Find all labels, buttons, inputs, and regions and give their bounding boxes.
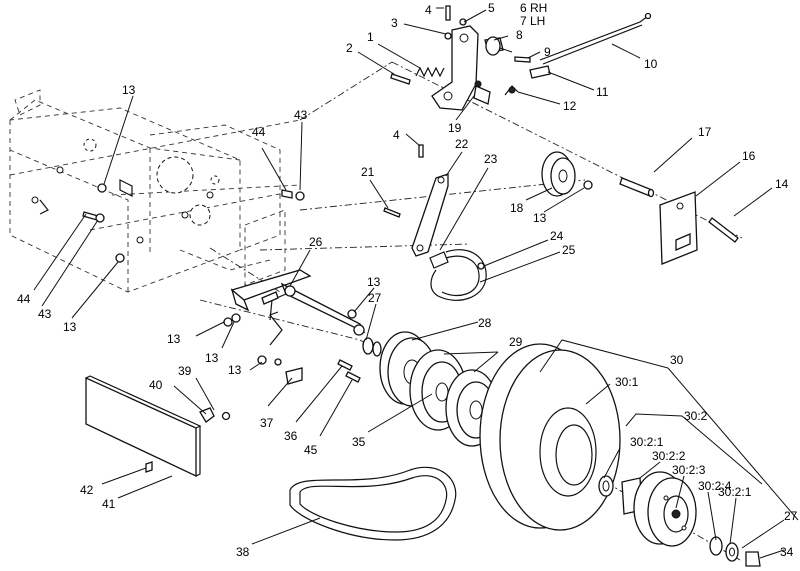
callout-30-2-1-upper: 30:2:1 <box>630 435 664 449</box>
bolt-14 <box>708 217 739 243</box>
callout-41: 41 <box>102 497 116 511</box>
callout-13-lower-a: 13 <box>167 332 181 346</box>
callout-38: 38 <box>236 545 250 559</box>
idler-pulley-18 <box>541 151 593 197</box>
callout-21: 21 <box>361 165 375 179</box>
callout-29: 29 <box>509 335 523 349</box>
callout-4: 4 <box>425 3 432 17</box>
callout-13-left: 13 <box>63 320 77 334</box>
spacer-17 <box>619 177 655 198</box>
callout-7-lh: 7 LH <box>520 14 545 28</box>
callout-36: 36 <box>284 429 298 443</box>
callout-6-rh: 6 RH <box>520 1 547 15</box>
callout-30-2-4: 30:2:4 <box>698 479 732 493</box>
brake-arm-22 <box>411 144 449 257</box>
callout-40: 40 <box>149 378 163 392</box>
callout-13-shaft: 13 <box>367 275 381 289</box>
callout-37: 37 <box>260 416 274 430</box>
control-rod-10 <box>539 12 652 65</box>
callout-35: 35 <box>352 435 366 449</box>
callout-13-pulley: 13 <box>533 211 547 225</box>
drive-belt-38 <box>289 466 457 541</box>
spring-1 <box>415 66 445 78</box>
callout-14: 14 <box>775 177 789 191</box>
callout-25: 25 <box>562 243 576 257</box>
jackshaft-bracket-26 <box>230 269 366 336</box>
callout-10: 10 <box>644 57 658 71</box>
callout-44-left: 44 <box>17 292 31 306</box>
callout-5: 5 <box>488 1 495 15</box>
link-37 <box>269 311 303 385</box>
callout-8: 8 <box>516 28 523 42</box>
callout-22: 22 <box>455 137 469 151</box>
callout-34: 34 <box>780 545 794 559</box>
callout-28: 28 <box>478 316 492 330</box>
callout-27-lower: 27 <box>784 509 798 523</box>
callout-9: 9 <box>544 45 551 59</box>
washers-27 <box>362 337 382 357</box>
callout-43-left: 43 <box>38 307 52 321</box>
callout-30-2-3: 30:2:3 <box>672 463 706 477</box>
callout-11: 11 <box>596 85 609 99</box>
spacer-8-9 <box>485 36 531 63</box>
callout-2: 2 <box>346 41 353 55</box>
callout-17: 17 <box>698 125 712 139</box>
callout-13-lower-b: 13 <box>205 351 219 365</box>
callout-39: 39 <box>178 364 192 378</box>
callout-19: 19 <box>448 121 462 135</box>
leader-lines <box>33 7 799 559</box>
callout-30-2-1-lower: 30:2:1 <box>718 485 752 499</box>
hardware-36-45 <box>274 358 361 383</box>
callout-30-2-2: 30:2:2 <box>652 449 686 463</box>
mount-plate-16 <box>659 191 698 265</box>
callout-30-2: 30:2 <box>684 409 708 423</box>
callout-45: 45 <box>304 443 318 457</box>
callout-18: 18 <box>510 201 524 215</box>
bolt-2 <box>390 73 411 85</box>
callout-23: 23 <box>484 152 498 166</box>
callout-4-brake: 4 <box>393 128 400 142</box>
small-parts-3-4-5 <box>444 5 467 40</box>
callout-12: 12 <box>563 99 577 113</box>
callout-13-lower-c: 13 <box>228 363 242 377</box>
callout-30-1: 30:1 <box>615 375 639 389</box>
chassis-frame <box>9 89 286 293</box>
callout-1: 1 <box>367 30 374 44</box>
hardware-43-44 <box>82 189 305 223</box>
brake-band-25 <box>429 249 487 301</box>
callout-44-top: 44 <box>252 125 266 139</box>
callout-27-upper: 27 <box>368 291 382 305</box>
callout-16: 16 <box>742 149 756 163</box>
callout-3: 3 <box>391 16 398 30</box>
callout-13-top: 13 <box>122 83 136 97</box>
callout-labels: 1 2 3 4 5 6 RH 7 LH 8 9 10 11 12 13 19 4… <box>17 1 798 559</box>
swivel-11-clip-12 <box>504 65 551 96</box>
hub-assembly-30-2 <box>598 471 761 567</box>
callout-26: 26 <box>309 235 323 249</box>
callout-30: 30 <box>670 353 684 367</box>
callout-24: 24 <box>550 229 564 243</box>
wheel-tire-30-1 <box>479 343 621 531</box>
callout-42: 42 <box>80 483 94 497</box>
callout-43-top: 43 <box>294 108 308 122</box>
pin-21 <box>383 207 401 218</box>
